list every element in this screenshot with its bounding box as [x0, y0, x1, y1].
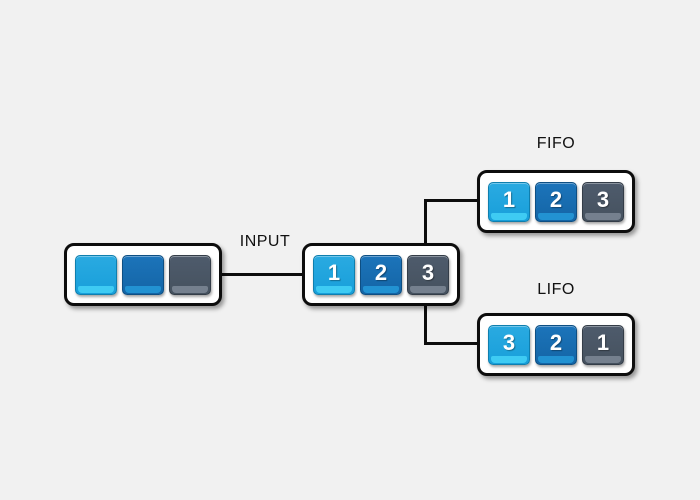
block-plain	[122, 254, 164, 295]
block-label: 1	[502, 186, 516, 212]
source-tray-cells	[75, 254, 211, 295]
lifo-tray: 3 2 1	[477, 313, 635, 376]
block-gloss-lip	[538, 212, 574, 220]
block-2: 2	[360, 254, 402, 295]
block-gloss-lip	[491, 355, 527, 363]
block-gloss-lip	[78, 285, 114, 293]
input-tray: 1 2 3	[302, 243, 460, 306]
connector-source-to-input	[219, 273, 304, 276]
block-1: 1	[582, 324, 624, 365]
block-label: 1	[327, 259, 341, 285]
block-3: 3	[582, 181, 624, 222]
source-tray	[64, 243, 222, 306]
block-gloss-lip	[316, 285, 352, 293]
block-label: 3	[596, 186, 610, 212]
block-2: 2	[535, 181, 577, 222]
block-label: 3	[421, 259, 435, 285]
fifo-label: FIFO	[536, 135, 576, 152]
block-3: 3	[488, 324, 530, 365]
block-gloss-lip	[491, 212, 527, 220]
block-label: 2	[549, 186, 563, 212]
connector-input-to-lifo-horizontal	[424, 342, 478, 345]
block-1: 1	[313, 254, 355, 295]
block-label: 3	[502, 329, 516, 355]
block-2: 2	[535, 324, 577, 365]
block-gloss-lip	[363, 285, 399, 293]
block-3: 3	[407, 254, 449, 295]
connector-input-to-fifo-vertical	[424, 199, 427, 245]
connector-input-to-lifo-vertical	[424, 304, 427, 345]
block-gloss-lip	[172, 285, 208, 293]
block-plain	[75, 254, 117, 295]
input-label: INPUT	[239, 233, 291, 250]
lifo-tray-cells: 3 2 1	[488, 324, 624, 365]
fifo-tray: 1 2 3	[477, 170, 635, 233]
connector-input-to-fifo-horizontal	[424, 199, 478, 202]
block-label: 2	[374, 259, 388, 285]
block-gloss-lip	[410, 285, 446, 293]
block-1: 1	[488, 181, 530, 222]
block-gloss-lip	[585, 212, 621, 220]
block-gloss-lip	[125, 285, 161, 293]
block-label: 1	[596, 329, 610, 355]
block-gloss-lip	[538, 355, 574, 363]
input-tray-cells: 1 2 3	[313, 254, 449, 295]
fifo-tray-cells: 1 2 3	[488, 181, 624, 222]
lifo-label: LIFO	[537, 281, 575, 298]
block-label: 2	[549, 329, 563, 355]
block-gloss-lip	[585, 355, 621, 363]
block-plain	[169, 254, 211, 295]
